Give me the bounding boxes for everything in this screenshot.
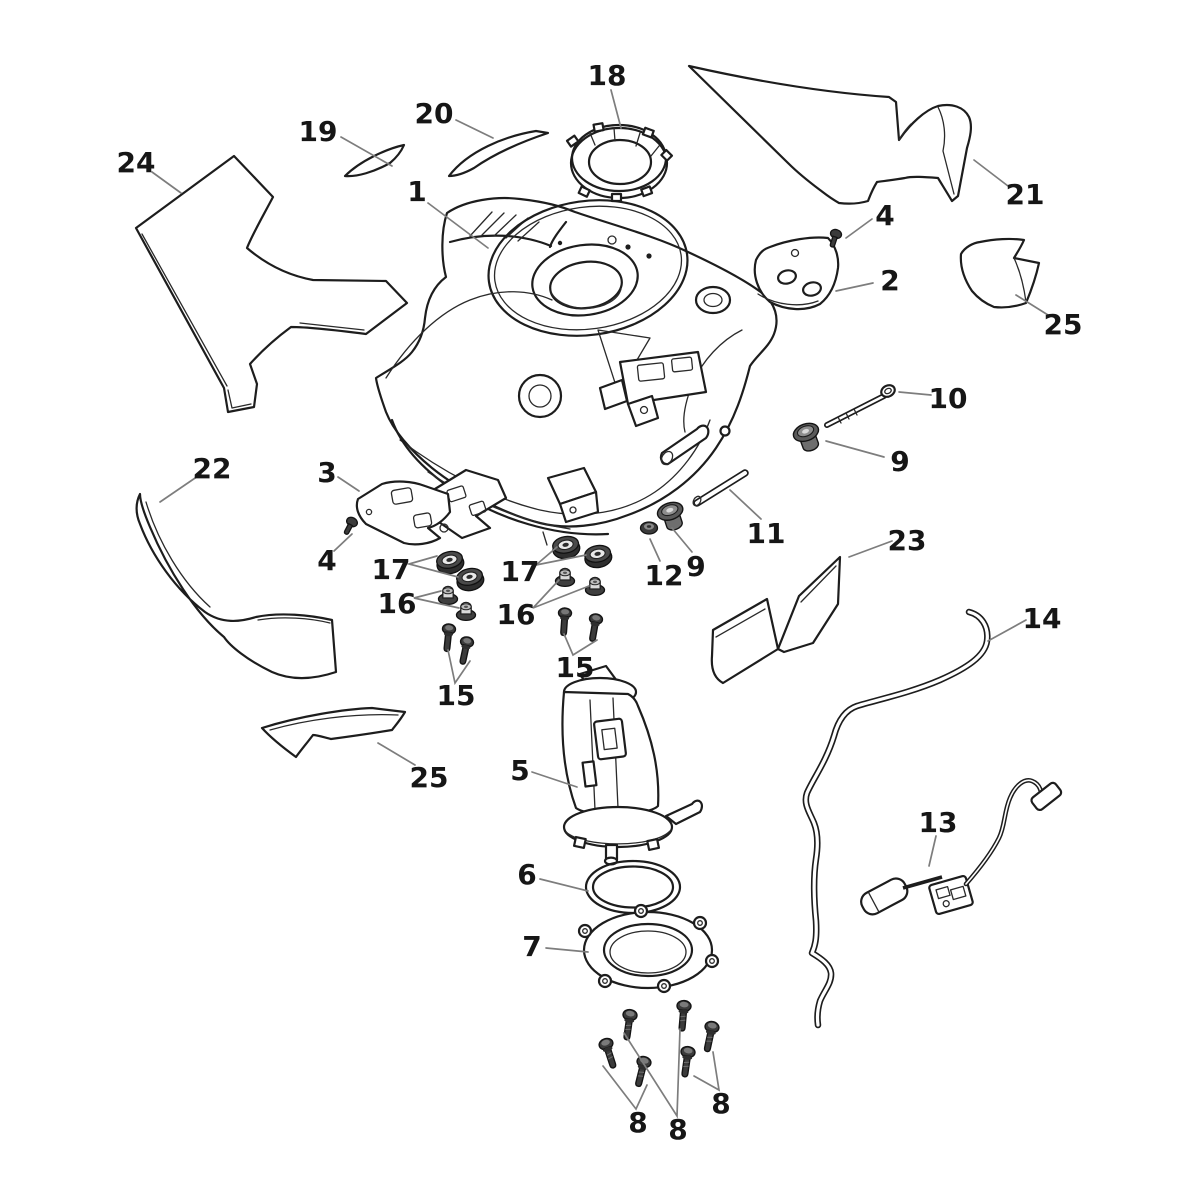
part-7-mounting-ring xyxy=(577,903,720,994)
callout-24: 24 xyxy=(117,146,156,179)
part-4-screw-left xyxy=(343,516,359,535)
callout-6: 6 xyxy=(517,858,536,891)
callout-22: 22 xyxy=(193,452,232,485)
callout-3: 3 xyxy=(317,456,336,489)
callout-15-left: 15 xyxy=(437,679,476,712)
callout-16-left: 16 xyxy=(378,587,417,620)
part-17-grommets-left xyxy=(433,548,487,594)
callout-20: 20 xyxy=(415,97,454,130)
part-12-nut xyxy=(639,521,659,535)
callout-8-left: 8 xyxy=(628,1106,647,1139)
part-23-heat-shield xyxy=(710,555,842,685)
part-15-screws-right xyxy=(556,606,604,643)
part-15-screws-left xyxy=(439,622,476,667)
callout-15-right: 15 xyxy=(556,651,595,684)
callout-14: 14 xyxy=(1023,602,1062,635)
part-13-fuel-level-sender xyxy=(860,778,1063,916)
part-5-fuel-pump xyxy=(561,664,704,866)
callout-10: 10 xyxy=(929,382,968,415)
part-18-filler-ring xyxy=(565,122,674,203)
callout-21: 21 xyxy=(1006,178,1045,211)
part-10-bolt xyxy=(824,384,896,428)
part-14-breather-pipe xyxy=(802,608,991,1029)
part-9-bushing-upper xyxy=(790,419,826,456)
callout-23: 23 xyxy=(888,524,927,557)
part-17-grommets-right xyxy=(550,533,614,571)
callout-25-bottom-left: 25 xyxy=(410,761,449,794)
callout-17-left: 17 xyxy=(372,553,411,586)
part-2-mounting-bracket xyxy=(753,236,840,311)
part-24-tank-pad xyxy=(134,154,409,414)
callout-7: 7 xyxy=(522,930,541,963)
callout-19: 19 xyxy=(299,115,338,148)
part-3-mounting-bracket xyxy=(355,480,452,546)
callout-5: 5 xyxy=(510,754,529,787)
part-11-spacer-tube xyxy=(692,469,749,507)
part-22-infill-panel xyxy=(135,492,338,680)
part-25-trim-bottom-left xyxy=(260,706,407,759)
callout-labels: 18 19 20 24 21 1 4 2 25 10 9 22 3 4 17 1… xyxy=(117,59,1083,1146)
part-16-wellnuts-right xyxy=(554,567,606,597)
part-1-fuel-tank xyxy=(374,196,778,546)
callout-9-upper: 9 xyxy=(890,445,909,478)
callout-1: 1 xyxy=(407,175,426,208)
part-8-bolts xyxy=(596,999,721,1089)
callout-8-right: 8 xyxy=(711,1087,730,1120)
part-16-wellnuts-left xyxy=(437,585,477,622)
callout-9-lower: 9 xyxy=(686,550,705,583)
callout-8-middle: 8 xyxy=(668,1113,687,1146)
part-25-trim-right xyxy=(959,237,1041,309)
callout-17-right: 17 xyxy=(501,555,540,588)
callout-25-right: 25 xyxy=(1044,308,1083,341)
callout-4-left: 4 xyxy=(317,544,336,577)
callout-12: 12 xyxy=(645,559,684,592)
part-4-screw-right xyxy=(829,228,843,248)
leader-lines xyxy=(151,89,1049,1119)
part-19-trim-strip xyxy=(343,143,406,178)
callout-4-right: 4 xyxy=(875,199,894,232)
callout-13: 13 xyxy=(919,806,958,839)
part-6-seal-ring xyxy=(584,859,682,915)
callout-2: 2 xyxy=(880,264,899,297)
callout-11: 11 xyxy=(747,517,786,550)
part-20-trim-strip xyxy=(447,129,550,178)
callout-18: 18 xyxy=(588,59,627,92)
part-21-heat-shield-panel xyxy=(687,64,973,205)
callout-16-right: 16 xyxy=(497,598,536,631)
